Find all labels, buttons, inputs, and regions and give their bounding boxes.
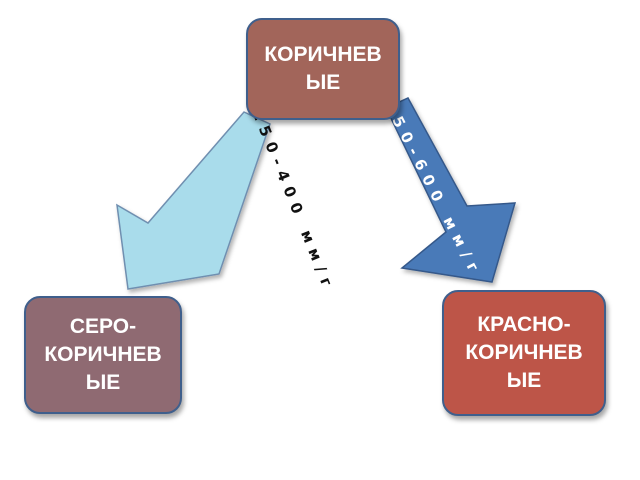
node-red-brown: КРАСНО- КОРИЧНЕВ ЫЕ: [442, 290, 606, 416]
arrow-right-shape: [384, 97, 517, 283]
node-grey-brown: СЕРО- КОРИЧНЕВ ЫЕ: [24, 296, 182, 414]
arrow-left-label: 250-400 мм/г: [248, 107, 338, 295]
arrow-to-red-brown: 550-600 мм/г: [380, 97, 517, 283]
arrow-to-grey-brown: 250-400 мм/г: [116, 107, 338, 295]
arrow-left-shape: [116, 111, 271, 290]
node-grey-brown-label: СЕРО- КОРИЧНЕВ ЫЕ: [44, 315, 162, 394]
node-brown: КОРИЧНЕВ ЫЕ: [246, 18, 400, 120]
node-red-brown-label: КРАСНО- КОРИЧНЕВ ЫЕ: [465, 313, 583, 392]
node-brown-label: КОРИЧНЕВ ЫЕ: [264, 43, 382, 94]
